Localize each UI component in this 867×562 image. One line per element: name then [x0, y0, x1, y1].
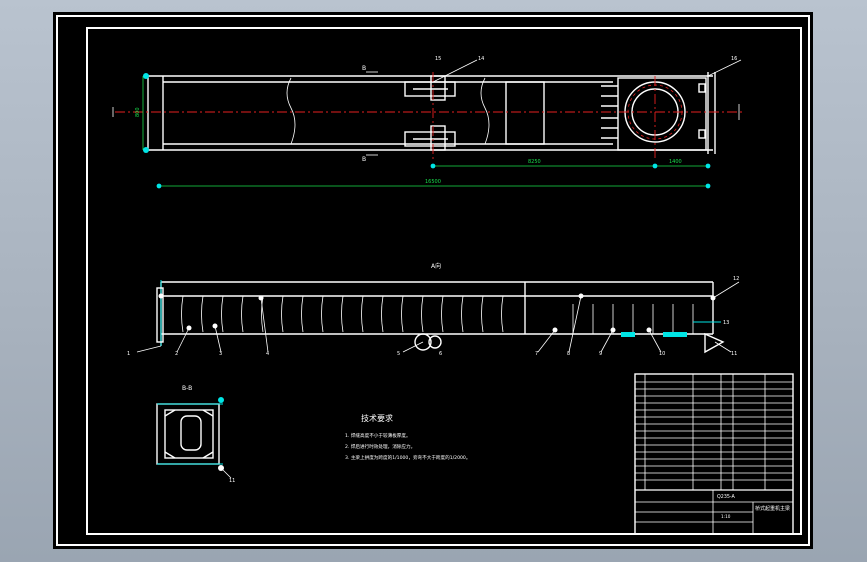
dim-wheelbase: 8250 [528, 159, 541, 165]
balloon-7: 7 [535, 351, 538, 357]
technical-notes: 技术要求 1. 焊缝高度不小于较薄板厚度。 2. 焊后进行时效处理，消除应力。 … [345, 413, 470, 461]
balloon-13: 13 [723, 320, 729, 326]
dim-height: 800 [135, 107, 141, 117]
title-block: Q235-A 桥式起重机主梁 1:10 [634, 373, 794, 535]
balloon-10: 10 [659, 351, 665, 357]
section-title: B-B [182, 385, 192, 392]
inner-border [86, 27, 802, 535]
trolley-wheel [414, 333, 432, 351]
balloon-9: 9 [599, 351, 602, 357]
section-balloon: 11 [229, 478, 235, 484]
section-view: B-B 11 [156, 385, 235, 484]
end-wheel-assembly [601, 77, 707, 151]
note-2: 2. 焊后进行时效处理，消除应力。 [345, 443, 415, 450]
balloon-6: 6 [439, 351, 442, 357]
balloon-15: 15 [435, 56, 441, 62]
title-scale: 1:10 [721, 514, 731, 519]
drawing-canvas: 800 8250 1400 16500 B B 15 14 16 A向 [56, 15, 810, 546]
balloon-12: 12 [733, 276, 739, 282]
outer-border [56, 15, 810, 546]
view-title: A向 [431, 262, 441, 270]
title-text: 桥式起重机主梁 [755, 505, 790, 512]
balloon-4: 4 [266, 351, 269, 357]
balloon-1: 1 [127, 351, 130, 357]
trolley-bracket-bottom [404, 125, 456, 151]
trolley-bracket-top [404, 75, 456, 101]
title-material: Q235-A [717, 494, 736, 500]
balloon-3: 3 [219, 351, 222, 357]
balloon-16: 16 [731, 56, 737, 62]
balloon-2: 2 [175, 351, 178, 357]
balloon-14: 14 [478, 56, 484, 62]
dim-overall: 16500 [425, 179, 441, 185]
cad-viewport[interactable]: 800 8250 1400 16500 B B 15 14 16 A向 [53, 12, 813, 549]
balloon-5: 5 [397, 351, 400, 357]
note-3: 3. 主梁上拱度为跨度的1/1000，旁弯不大于跨度的1/2000。 [345, 454, 470, 461]
dim-end-offset: 1400 [669, 159, 682, 165]
top-view: 800 8250 1400 16500 B B 15 14 16 [112, 56, 743, 189]
end-wheel-front [704, 332, 725, 354]
balloon-11: 11 [731, 351, 737, 357]
note-1: 1. 焊缝高度不小于较薄板厚度。 [345, 432, 411, 439]
section-mark-top: B [362, 65, 366, 72]
section-mark-bottom: B [362, 156, 366, 163]
front-view: A向 [127, 262, 739, 357]
notes-heading: 技术要求 [361, 413, 393, 423]
stiffener-ribs [181, 295, 694, 334]
balloon-8: 8 [567, 351, 570, 357]
